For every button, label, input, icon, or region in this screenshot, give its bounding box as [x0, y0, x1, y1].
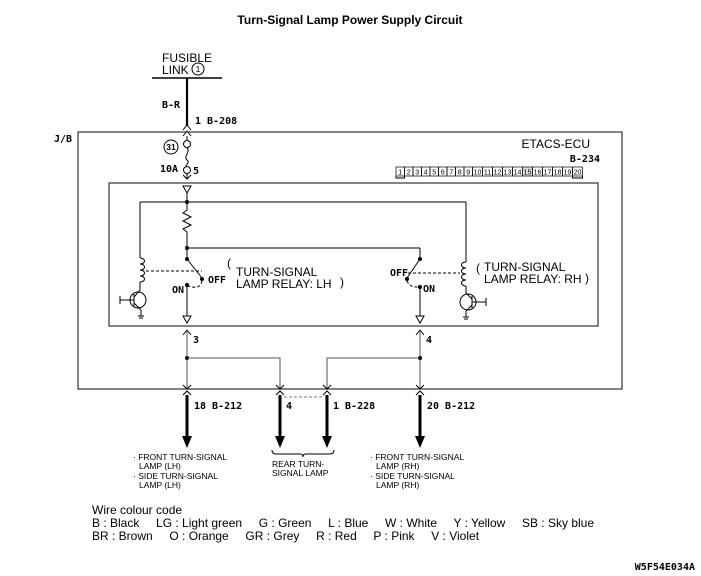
connector-b-208: 1 B-208	[195, 116, 237, 127]
ecu-pin-number: 15	[524, 169, 532, 176]
connector-key-tab	[395, 176, 405, 179]
connector-lh: 18 B-212	[194, 401, 242, 412]
wire-colour-code-heading: Wire colour code	[92, 503, 182, 517]
ecu-pin-number: 17	[544, 169, 552, 176]
load-lh-line-4: LAMP (LH)	[139, 480, 181, 490]
svg-text:(: (	[227, 256, 231, 270]
fusible-link-number: 1	[196, 64, 201, 74]
ecu-pin-cell	[572, 166, 583, 177]
load-lh-line-2: LAMP (LH)	[139, 461, 181, 471]
load-rear-line-2: SIGNAL LAMP	[272, 468, 329, 478]
load-rh-line-1: · FRONT TURN-SIGNAL	[370, 452, 464, 462]
fuse-number: 31	[166, 142, 176, 152]
ecu-pin-left: 3	[193, 335, 199, 346]
load-lh-line-3: · SIDE TURN-SIGNAL	[133, 471, 218, 481]
connector-rear-lh-pin: 4	[286, 401, 292, 412]
wire-colour-code-row-2: BR : Brown O : Orange GR : Grey R : Red …	[92, 529, 480, 543]
relay-rh-label-1: TURN-SIGNAL	[484, 260, 566, 274]
ground-icon	[463, 316, 469, 320]
fusible-link-number-circle	[191, 62, 205, 76]
ecu-pin-number: 14	[514, 169, 522, 176]
load-rh-line-4: LAMP (RH)	[376, 480, 419, 490]
relay-rh-coil-icon	[461, 261, 467, 287]
ecu-pin-number: 12	[494, 169, 502, 176]
svg-text:): )	[585, 271, 589, 285]
junction-block-label: J/B	[54, 134, 72, 145]
wire-color-b-r: B-R	[162, 100, 181, 111]
ecu-pin-number: 4	[424, 169, 428, 176]
fuse-terminal	[183, 166, 191, 174]
ecu-output-terminal-rh	[415, 315, 425, 325]
ecu-pin-number: 1	[398, 169, 402, 176]
relay-lh-label-2: LAMP RELAY: LH	[236, 277, 332, 291]
relay-lh-coil-icon	[139, 257, 145, 283]
ecu-pin-number: 10	[474, 169, 482, 176]
ecu-pin-number: 5	[432, 169, 436, 176]
ecu-pin-number: 18	[554, 169, 562, 176]
relay-lh-switch-arm	[186, 258, 203, 279]
relay-lh-label-1: TURN-SIGNAL	[236, 265, 318, 279]
ecu-pin-number: 9	[466, 169, 470, 176]
relay-lh-on-label: ON	[172, 285, 184, 296]
arrow-down-icon	[275, 436, 285, 448]
ecu-pin-number: 13	[504, 169, 512, 176]
load-rh-line-3: · SIDE TURN-SIGNAL	[370, 471, 455, 481]
ecu-name: ETACS-ECU	[522, 137, 590, 151]
ground-icon	[138, 315, 144, 319]
arrow-down-icon	[182, 436, 192, 448]
svg-text:(: (	[476, 261, 480, 275]
fuse-pin-out: 5	[193, 166, 199, 177]
load-rh-line-2: LAMP (RH)	[376, 461, 419, 471]
rear-lamp-brace	[271, 449, 335, 458]
ecu-pin-number: 8	[458, 169, 462, 176]
ecu-output-terminal-lh	[182, 315, 192, 325]
ecu-pin-number: 3	[415, 169, 419, 176]
relay-rh-on-label: ON	[423, 284, 435, 295]
relay-rh-switch-arm	[406, 258, 421, 279]
figure-id: W5F54E034A	[635, 562, 695, 573]
ecu-input-terminal	[182, 185, 192, 195]
ecu-pin-number: 2	[407, 169, 411, 176]
junction-block-box	[77, 131, 623, 390]
resistor-icon	[181, 202, 193, 248]
ecu-connector: B-234	[570, 154, 600, 165]
connector-key-tab	[572, 176, 583, 179]
jb-wire-rear-lh	[187, 357, 281, 389]
ecu-pin-number: 19	[564, 169, 572, 176]
connector-chevron	[182, 174, 192, 180]
load-lh-line-1: · FRONT TURN-SIGNAL	[133, 452, 227, 462]
fuse-terminal	[183, 140, 191, 148]
ecu-pin-number: 11	[484, 169, 491, 176]
fuse-icon	[185, 147, 189, 168]
svg-text:): )	[340, 275, 344, 289]
fusible-link-label-2: LINK	[162, 63, 189, 77]
ecu-box	[108, 182, 599, 327]
relay-rh-label-2: LAMP RELAY: RH	[484, 272, 582, 286]
relay-rh-off-label: OFF	[390, 268, 408, 279]
relay-lh-off-label: OFF	[208, 275, 226, 286]
connector-chevron	[182, 130, 192, 137]
arrow-down-icon	[415, 436, 425, 448]
load-rear-line-1: REAR TURN-	[272, 459, 324, 469]
fusible-link-label-1: FUSIBLE	[162, 51, 212, 65]
arrow-down-icon	[322, 436, 332, 448]
fuse-rating: 10A	[160, 164, 178, 175]
connector-rear-rh: 1 B-228	[333, 401, 375, 412]
ecu-pin-number: 7	[449, 169, 453, 176]
ecu-pin-number: 6	[441, 169, 445, 176]
fuse-number-circle	[163, 139, 179, 155]
ecu-pin-number: 16	[534, 169, 542, 176]
jb-wire-rear-rh	[326, 357, 420, 389]
connector-rh: 20 B-212	[427, 401, 475, 412]
connector-chevron	[182, 124, 192, 131]
ecu-pin-number: 20	[574, 169, 582, 176]
ecu-pin-right: 4	[426, 335, 432, 346]
diagram-title: Turn-Signal Lamp Power Supply Circuit	[237, 13, 462, 27]
wire-colour-code-row-1: B : Black LG : Light green G : Green L :…	[92, 516, 594, 530]
